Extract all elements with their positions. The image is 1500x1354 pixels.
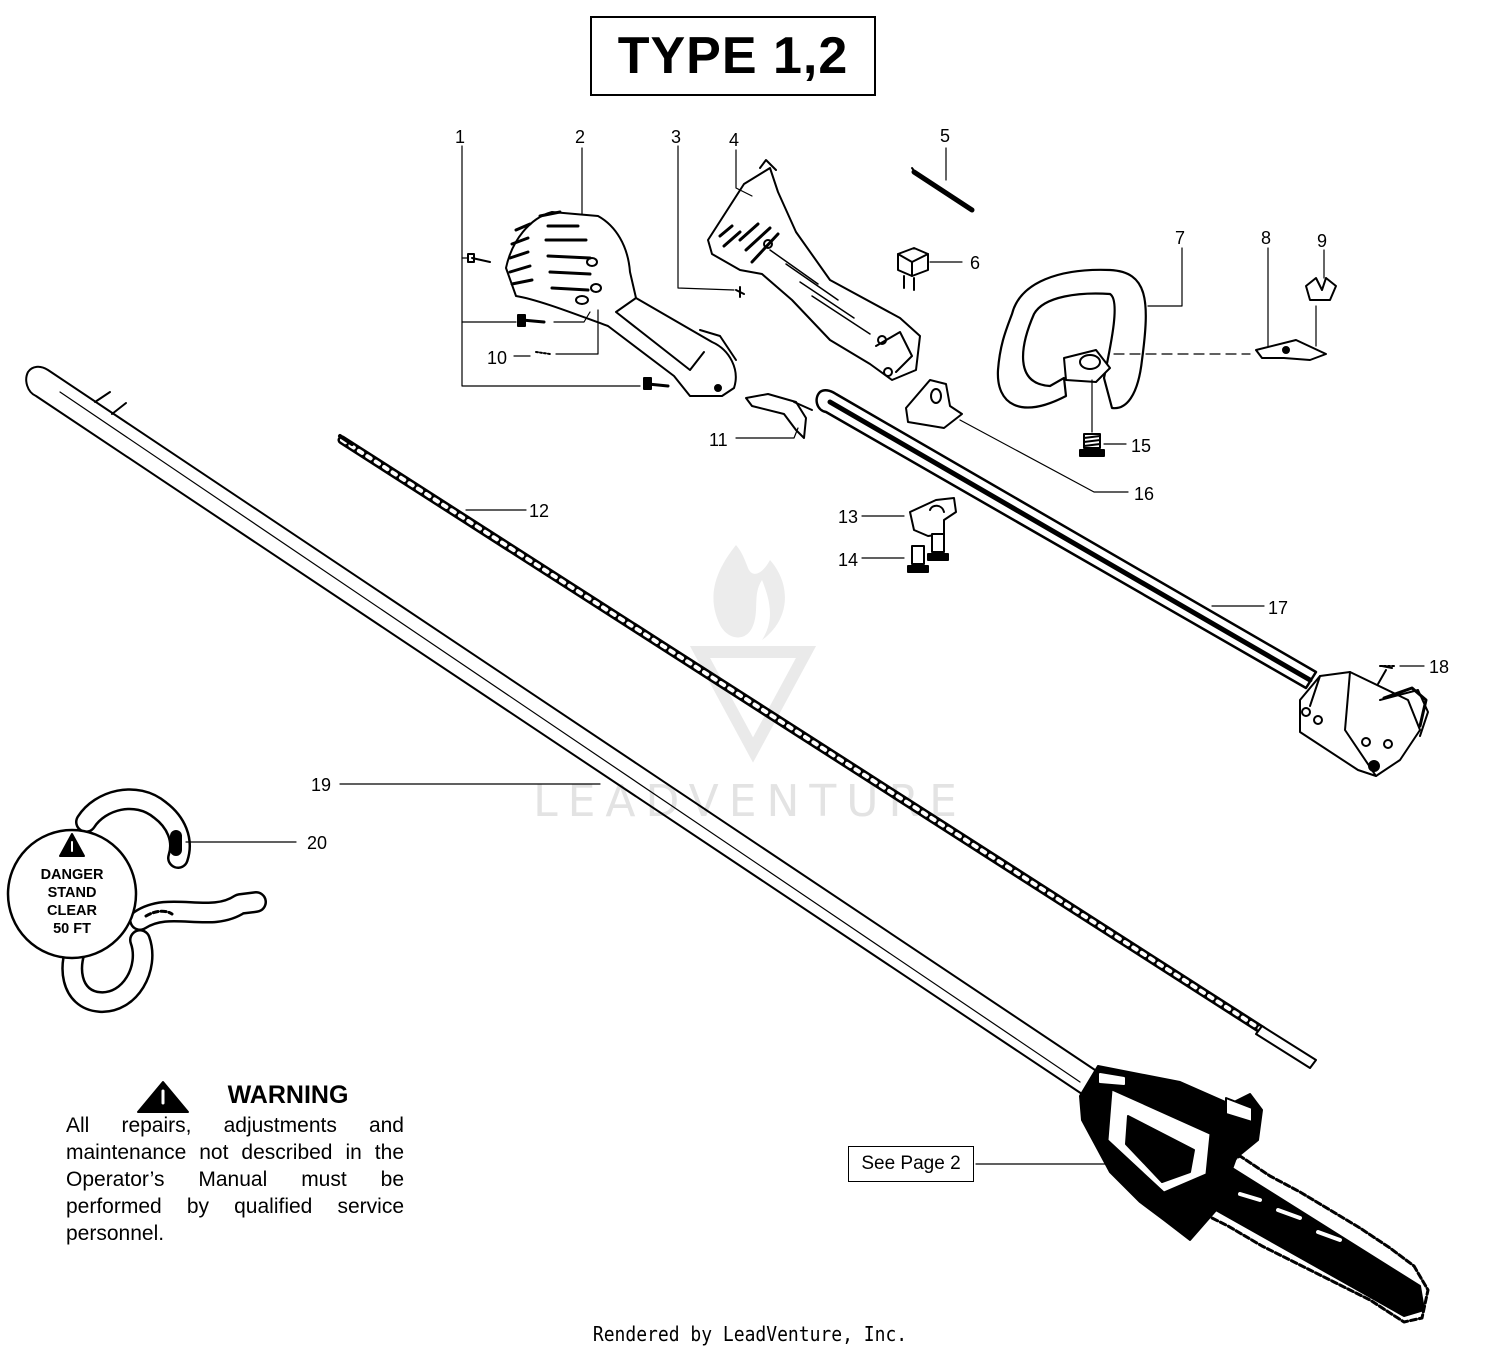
part-2-handle-housing bbox=[505, 210, 737, 397]
part-15-bolt bbox=[1079, 433, 1105, 457]
warning-header: WARNING bbox=[106, 1080, 404, 1110]
part-5-pin bbox=[911, 167, 975, 213]
part-12-drive-cable bbox=[337, 434, 1317, 1069]
saw-head-assembly bbox=[1079, 1065, 1430, 1324]
callout-9: 9 bbox=[1317, 231, 1328, 251]
part-20-danger-decal bbox=[6, 788, 267, 1013]
danger-line-4: 50 FT bbox=[53, 921, 91, 937]
callout-8: 8 bbox=[1261, 228, 1272, 248]
callout-7: 7 bbox=[1175, 228, 1186, 248]
callout-2: 2 bbox=[575, 127, 586, 147]
part-1-screws bbox=[467, 253, 670, 390]
part-17-upper-shaft bbox=[815, 389, 1318, 690]
part-11-trigger bbox=[745, 393, 813, 439]
callout-18: 18 bbox=[1429, 657, 1450, 677]
callout-3: 3 bbox=[671, 127, 682, 147]
callout-14: 14 bbox=[838, 550, 859, 570]
callout-20: 20 bbox=[307, 833, 328, 853]
type-label: TYPE 1,2 bbox=[590, 16, 876, 96]
callout-12: 12 bbox=[529, 501, 550, 521]
callout-6: 6 bbox=[970, 253, 981, 273]
callout-13: 13 bbox=[838, 507, 859, 527]
warning-title: WARNING bbox=[227, 1080, 349, 1109]
callout-1: 1 bbox=[455, 127, 466, 147]
part-6-switch bbox=[897, 247, 929, 291]
see-page-reference: See Page 2 bbox=[848, 1146, 974, 1182]
part-7-loop-handle bbox=[996, 268, 1147, 410]
part-9-wing-nut bbox=[1305, 277, 1337, 301]
callout-15: 15 bbox=[1131, 436, 1152, 456]
callout-10: 10 bbox=[487, 348, 508, 368]
callout-11: 11 bbox=[709, 430, 728, 450]
part-18-coupler-head bbox=[1299, 665, 1429, 777]
callout-17: 17 bbox=[1268, 598, 1289, 618]
warning-body: All repairs, adjustments and maintenance… bbox=[66, 1114, 404, 1245]
part-8-plate bbox=[1255, 339, 1327, 361]
part-16-hanger bbox=[905, 379, 963, 429]
callout-4: 4 bbox=[729, 130, 740, 150]
danger-line-1: DANGER bbox=[40, 867, 104, 883]
callout-16: 16 bbox=[1134, 484, 1155, 504]
part-4-housing-half bbox=[707, 159, 921, 381]
part-13-clamp bbox=[909, 497, 957, 537]
part-14-screws bbox=[907, 533, 949, 573]
callout-19: 19 bbox=[311, 775, 332, 795]
part-3-screw bbox=[735, 286, 745, 298]
footer-credit: Rendered by LeadVenture, Inc. bbox=[592, 1322, 908, 1346]
warning-notice: WARNING All repairs, adjustments and mai… bbox=[66, 1080, 404, 1247]
danger-decal-text: DANGER STAND CLEAR 50 FT bbox=[22, 866, 122, 938]
danger-line-2: STAND bbox=[47, 885, 97, 901]
callout-5: 5 bbox=[940, 126, 951, 146]
leader-lines bbox=[185, 145, 1425, 1165]
danger-line-3: CLEAR bbox=[47, 903, 97, 919]
warning-icon-spacer bbox=[162, 1080, 220, 1110]
